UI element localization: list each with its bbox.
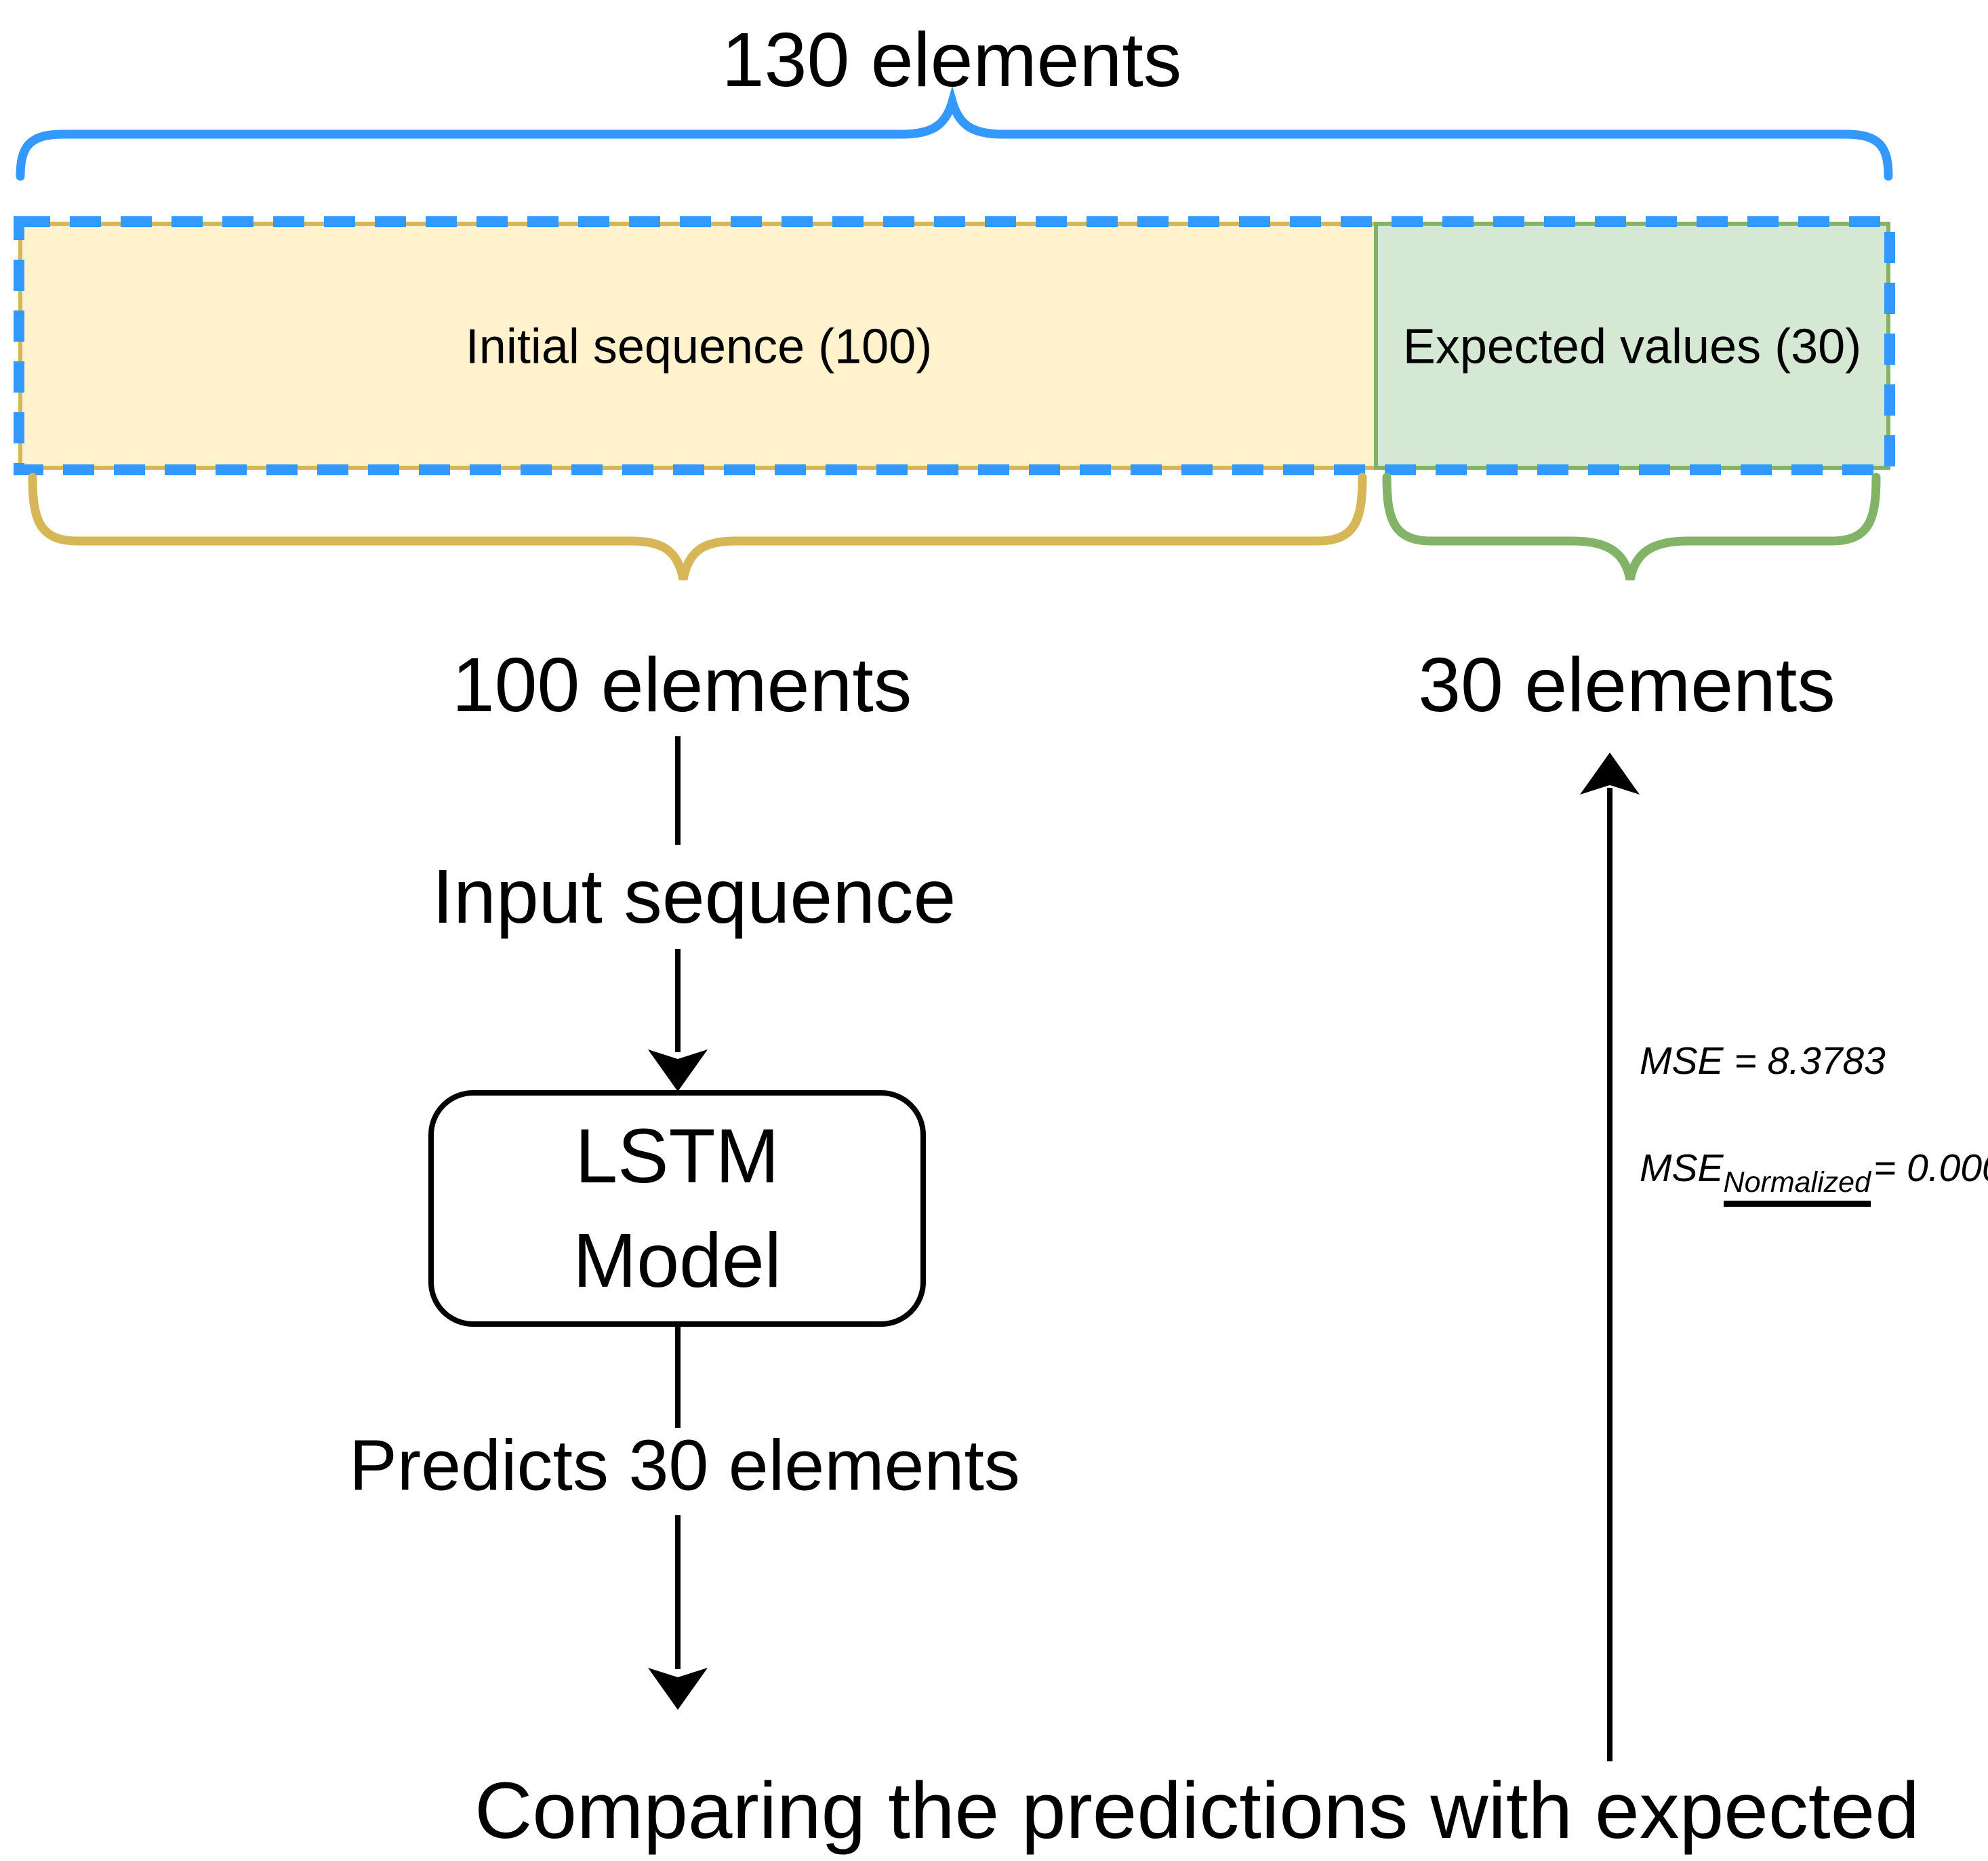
mse-normalized-annotation: MSENormalized= 0.0002 — [1640, 1146, 1988, 1207]
initial-sequence-label: Initial sequence (100) — [465, 319, 933, 374]
mse-label: MSE — [1640, 1039, 1724, 1083]
expected-values-label: Expected values (30) — [1402, 319, 1862, 374]
initial-count-label: 100 elements — [451, 641, 912, 727]
expected-count-label: 30 elements — [1418, 641, 1835, 727]
arrow-comparing-to-expected-head — [1580, 753, 1640, 795]
total-brace — [16, 85, 1893, 181]
lstm-model-label-line2: Model — [573, 1217, 782, 1303]
total-dashed-border — [14, 216, 1895, 475]
initial-sequence-rect — [18, 222, 1378, 470]
mse-value: = 8.3783 — [1734, 1039, 1886, 1083]
initial-brace — [28, 473, 1367, 581]
arrow-input-to-model-head — [648, 1049, 708, 1092]
lstm-model-label: LSTM Model — [431, 1093, 923, 1324]
mse-annotation: MSE = 8.3783 — [1640, 1040, 1886, 1083]
mse-normalized-subscript: Normalized — [1723, 1166, 1871, 1207]
total-elements-label: 130 elements — [721, 16, 1182, 102]
expected-brace — [1382, 473, 1881, 581]
mse-normalized-label: MSE — [1640, 1146, 1724, 1190]
predicts-label: Predicts 30 elements — [349, 1425, 1020, 1506]
mse-normalized-value: = 0.0002 — [1873, 1146, 1988, 1190]
expected-values-rect — [1374, 222, 1890, 470]
arrow-predicts-to-comparing-head — [648, 1668, 708, 1710]
input-sequence-label: Input sequence — [432, 853, 956, 939]
comparing-label: Comparing the predictions with expected — [474, 1766, 1920, 1856]
lstm-model-label-line1: LSTM — [575, 1113, 779, 1199]
